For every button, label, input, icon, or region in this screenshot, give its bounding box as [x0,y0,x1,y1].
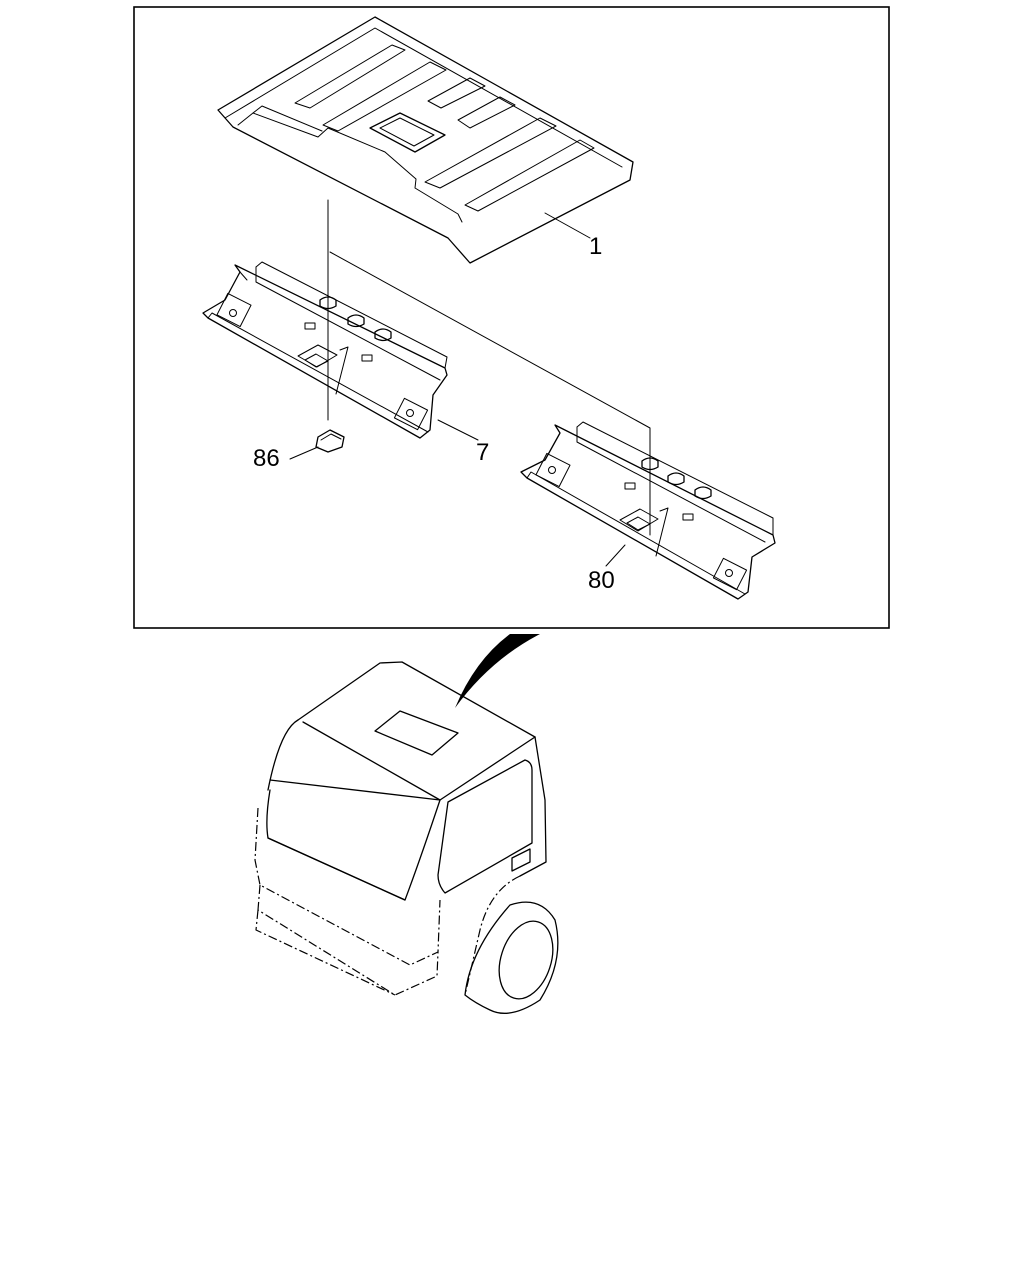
truck-cab-locator [254,661,559,1014]
callout-1: 1 [589,233,602,260]
roof-headlining-panel [217,16,634,264]
rear-header-trim [520,421,776,600]
detail-frame [133,6,890,629]
clip-part [289,429,345,460]
callout-7: 7 [476,439,489,466]
assembly-line-80 [329,251,651,536]
callout-80: 80 [588,567,615,594]
detail-pointer [455,634,540,708]
front-header-trim [202,261,479,441]
callout-86: 86 [253,445,280,472]
